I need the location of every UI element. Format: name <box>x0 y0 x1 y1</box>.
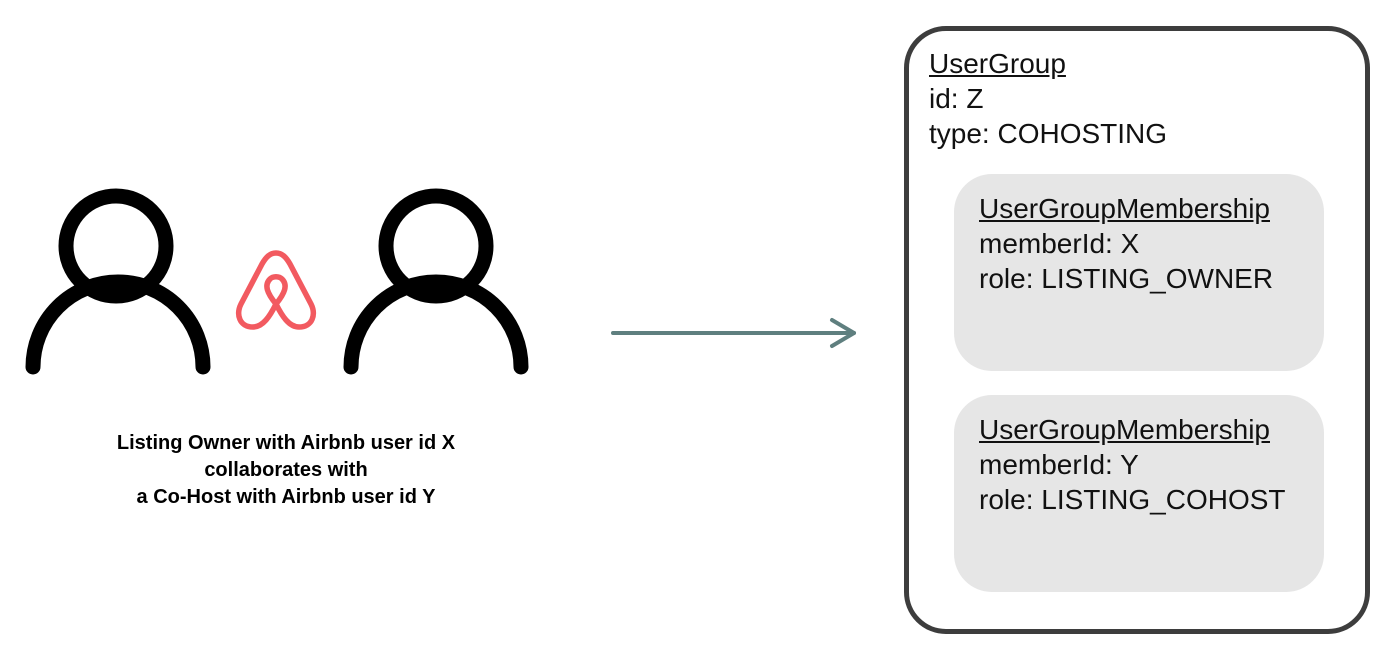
membership-role: role: LISTING_COHOST <box>979 484 1286 515</box>
user-group-type: type: COHOSTING <box>929 118 1168 149</box>
membership-member-id: memberId: Y <box>979 449 1139 480</box>
membership-member-id: memberId: X <box>979 228 1140 259</box>
airbnb-logo-icon <box>236 250 316 330</box>
collaboration-illustration <box>25 188 529 375</box>
user-group-header: UserGroup id: Z type: COHOSTING <box>929 46 1167 151</box>
arrow-right-icon <box>611 318 856 348</box>
membership-role: role: LISTING_OWNER <box>979 263 1274 294</box>
user-group-title: UserGroup <box>929 48 1066 79</box>
membership-details: UserGroupMembership memberId: Y role: LI… <box>979 412 1286 517</box>
membership-card-cohost: UserGroupMembership memberId: Y role: LI… <box>954 395 1324 592</box>
membership-details: UserGroupMembership memberId: X role: LI… <box>979 191 1273 296</box>
caption-line-2: collaborates with <box>204 459 368 481</box>
caption-line-3: a Co-Host with Airbnb user id Y <box>136 486 436 508</box>
cohost-person-icon <box>343 188 529 375</box>
membership-title: UserGroupMembership <box>979 193 1270 224</box>
user-group-id: id: Z <box>929 83 984 114</box>
membership-title: UserGroupMembership <box>979 414 1270 445</box>
caption-line-1: Listing Owner with Airbnb user id X <box>116 432 456 454</box>
membership-card-owner: UserGroupMembership memberId: X role: LI… <box>954 174 1324 371</box>
listing-owner-person-icon <box>25 188 211 375</box>
collaboration-caption: Listing Owner with Airbnb user id X coll… <box>60 430 512 511</box>
